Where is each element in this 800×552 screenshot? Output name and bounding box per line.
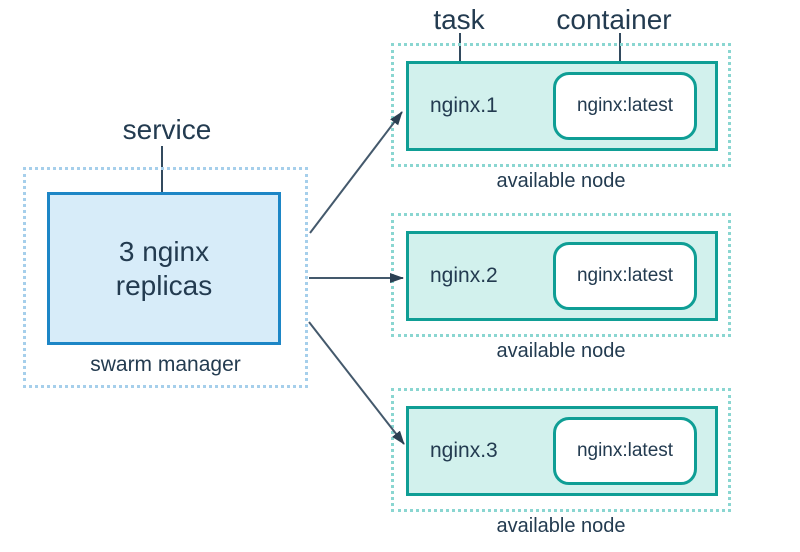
- available-node-3: nginx.3 nginx:latest available node: [391, 388, 731, 538]
- container-annotation: container: [556, 4, 672, 35]
- service-leader-line: [161, 146, 163, 227]
- task-name: nginx.2: [430, 264, 498, 287]
- service-text-line1: 3 nginx: [118, 235, 210, 267]
- container-image: nginx:latest: [576, 440, 674, 461]
- node-caption: available node: [496, 340, 626, 362]
- container-image: nginx:latest: [576, 95, 674, 116]
- task-leader-line: [459, 33, 461, 81]
- node-boundary: nginx.3 nginx:latest: [391, 388, 731, 512]
- available-node-2: nginx.2 nginx:latest available node: [391, 213, 731, 363]
- container-box: nginx:latest: [553, 417, 697, 485]
- container-leader-line: [619, 33, 621, 88]
- service-box: 3 nginx replicas: [47, 192, 281, 345]
- task-annotation: task: [433, 4, 485, 35]
- available-node-1: nginx.1 nginx:latest available node: [391, 43, 731, 193]
- arrow-to-node-1: [309, 111, 403, 234]
- swarm-manager-boundary: [23, 167, 308, 388]
- container-box: nginx:latest: [553, 242, 697, 310]
- swarm-manager-caption: swarm manager: [90, 353, 241, 376]
- arrow-to-node-3: [308, 321, 405, 445]
- node-boundary: nginx.1 nginx:latest: [391, 43, 731, 167]
- container-box: nginx:latest: [553, 72, 697, 140]
- node-boundary: nginx.2 nginx:latest: [391, 213, 731, 337]
- node-caption: available node: [496, 170, 626, 192]
- node-caption: available node: [496, 515, 626, 537]
- task-name: nginx.3: [430, 439, 498, 462]
- task-box: nginx.2 nginx:latest: [406, 231, 718, 321]
- container-image: nginx:latest: [576, 265, 674, 286]
- task-box: nginx.3 nginx:latest: [406, 406, 718, 496]
- task-box: nginx.1 nginx:latest: [406, 61, 718, 151]
- service-text-line2: replicas: [115, 269, 213, 301]
- service-annotation: service: [122, 114, 212, 145]
- task-name: nginx.1: [430, 94, 498, 117]
